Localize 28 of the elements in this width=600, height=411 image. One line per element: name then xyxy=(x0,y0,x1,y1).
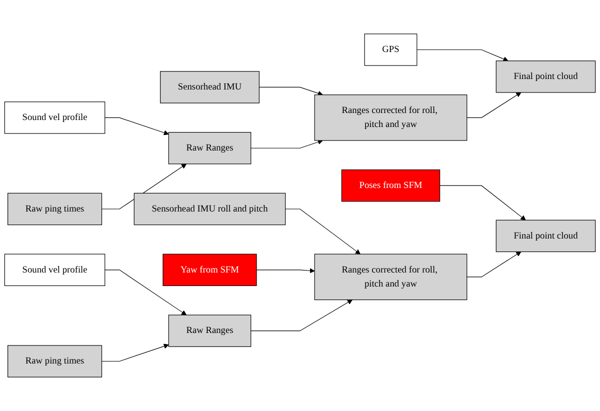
node-box: Ranges corrected for roll, pitch and yaw xyxy=(314,94,468,141)
arrow xyxy=(466,252,522,278)
arrow xyxy=(466,92,522,118)
node-box: Sensorhead IMU roll and pitch xyxy=(134,192,286,226)
node-box: Sound vel profile xyxy=(4,102,106,134)
node-box: Sound vel profile xyxy=(4,254,106,286)
node-box: Sensorhead IMU xyxy=(160,71,260,104)
node-box: Raw Ranges xyxy=(168,314,252,347)
arrow xyxy=(250,140,323,148)
arrow xyxy=(258,86,323,96)
node-box: Raw ping times xyxy=(8,192,102,226)
node-box: Poses from SFM xyxy=(341,169,440,202)
arrow xyxy=(101,344,169,362)
node-box: GPS xyxy=(364,34,418,66)
arrow xyxy=(440,185,526,220)
arrow xyxy=(250,300,352,332)
node-box: Yaw from SFM xyxy=(162,254,257,286)
arrow xyxy=(101,164,187,210)
arrow xyxy=(285,208,360,254)
arrow xyxy=(256,268,315,274)
node-box: Raw ping times xyxy=(8,345,102,378)
arrow xyxy=(416,49,508,62)
arrow xyxy=(104,270,187,316)
node-box: Final point cloud xyxy=(496,60,596,93)
node-box: Ranges corrected for roll, pitch and yaw xyxy=(314,254,468,300)
arrow xyxy=(104,117,169,136)
node-box: Final point cloud xyxy=(496,220,596,252)
node-box: Raw Ranges xyxy=(168,132,252,164)
